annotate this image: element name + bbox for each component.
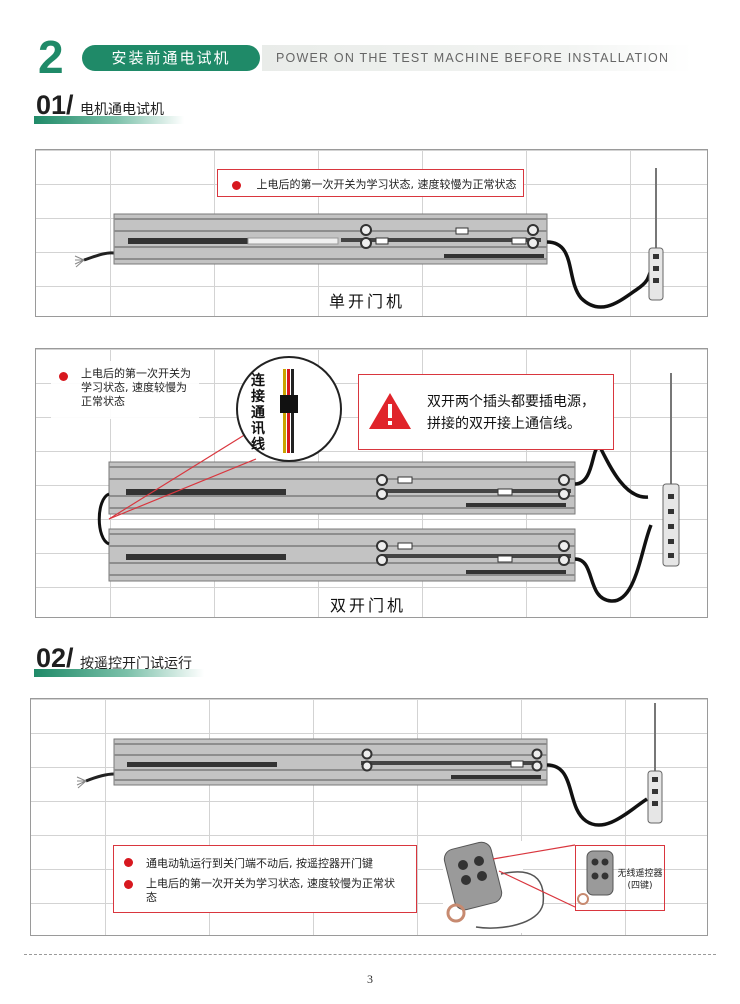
single-door-note: 上电后的第一次开关为学习状态, 速度较慢为正常状态 (217, 169, 524, 197)
single-door-illustration (74, 168, 664, 309)
bullet-dot (124, 858, 133, 867)
double-door-caption: 双开门机 (330, 596, 407, 615)
warning-icon (369, 393, 411, 429)
section-number: 01/ (36, 90, 74, 120)
remote-label-line2: (四键) (627, 881, 653, 891)
remote-notes: 通电动轨运行到关门端不动后, 按遥控器开门键 上电后的第一次开关为学习状态, 速… (113, 845, 417, 913)
double-door-illustration (97, 356, 680, 603)
remote-label-line1: 无线遥控器 (617, 869, 663, 879)
remote-note-1: 通电动轨运行到关门端不动后, 按遥控器开门键 (146, 857, 373, 870)
remote-note-2: 上电后的第一次开关为学习状态, 速度较慢为正常状态 (146, 877, 395, 904)
chapter-title: 安装前通电试机 (82, 45, 260, 71)
double-door-warning: 双开两个插头都要插电源，拼接的双开接上通信线。 (358, 374, 614, 450)
bullet-dot (59, 372, 68, 381)
footer-divider (24, 954, 716, 955)
single-door-caption: 单开门机 (329, 292, 406, 311)
single-door-note-text: 上电后的第一次开关为学习状态, 速度较慢为正常状态 (256, 178, 517, 191)
single-door-panel: 上电后的第一次开关为学习状态, 速度较慢为正常状态 单开门机 (35, 149, 708, 317)
section-title: 电机通电试机 (80, 102, 164, 118)
double-door-panel: 上电后的第一次开关为学习状态, 速度较慢为正常状态 连接通讯线 双开两个插头都要… (35, 348, 708, 618)
section-number: 02/ (36, 643, 74, 673)
bullet-dot (124, 880, 133, 889)
remote-test-panel: 通电动轨运行到关门端不动后, 按遥控器开门键 上电后的第一次开关为学习状态, 速… (30, 698, 708, 936)
connector-label: 连接通讯线 (251, 373, 265, 453)
page-number: 3 (367, 972, 373, 986)
section-title: 按遥控开门试运行 (80, 656, 192, 672)
double-door-warning-text: 双开两个插头都要插电源，拼接的双开接上通信线。 (427, 394, 595, 432)
chapter-title-en: POWER ON THE TEST MACHINE BEFORE INSTALL… (276, 51, 670, 65)
chapter-title-band (262, 45, 692, 71)
section-underline (34, 116, 184, 124)
bullet-dot (232, 180, 241, 190)
chapter-number: 2 (38, 31, 64, 83)
double-door-note-text: 上电后的第一次开关为学习状态, 速度较慢为正常状态 (81, 367, 191, 408)
double-door-note: 上电后的第一次开关为学习状态, 速度较慢为正常状态 (51, 361, 199, 419)
remote-label: 无线遥控器 (四键) (614, 868, 666, 892)
section-underline (34, 669, 204, 677)
remote-test-illustration (76, 703, 663, 933)
remote-callout-box: 无线遥控器 (四键) (575, 845, 665, 911)
